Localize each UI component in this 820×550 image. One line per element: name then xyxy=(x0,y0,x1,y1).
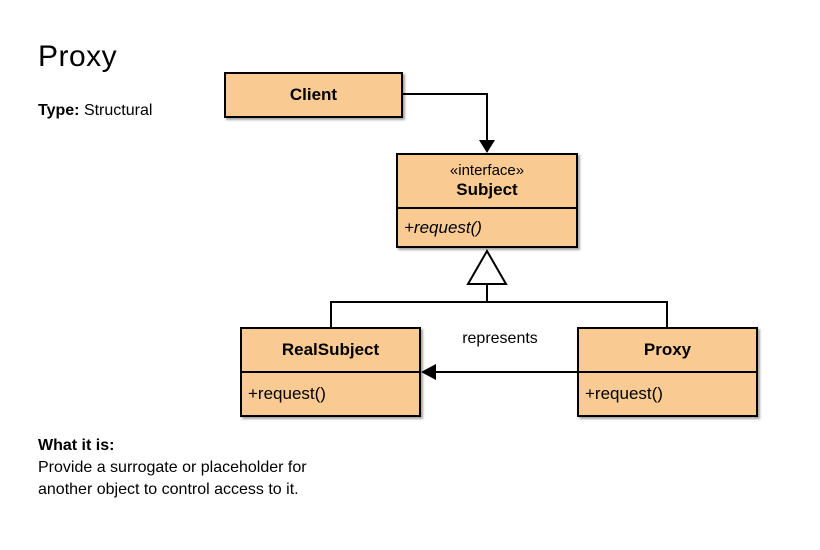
client-subject-arrowhead-icon xyxy=(479,140,495,153)
class-client: Client xyxy=(224,72,403,118)
class-realsubject-name: RealSubject xyxy=(281,340,380,359)
inheritance-branch-connector xyxy=(330,301,668,327)
description-line-2: another object to control access to it. xyxy=(38,481,299,498)
represents-arrowhead-icon xyxy=(421,364,436,380)
inheritance-triangle-icon xyxy=(466,248,508,285)
class-client-name: Client xyxy=(289,85,338,104)
class-subject-name: Subject xyxy=(456,180,518,199)
client-subject-connector xyxy=(403,93,488,148)
class-realsubject-header: RealSubject xyxy=(242,329,419,371)
class-realsubject: RealSubject +request() xyxy=(240,327,421,417)
class-proxy: Proxy +request() xyxy=(577,327,758,417)
class-subject-stereotype: «interface» xyxy=(449,162,525,179)
class-subject: «interface» Subject +request() xyxy=(396,153,578,248)
class-realsubject-method: +request() xyxy=(242,371,419,415)
class-subject-method: +request() xyxy=(398,207,576,246)
description-line-1: Provide a surrogate or placeholder for xyxy=(38,459,307,476)
class-subject-header: «interface» Subject xyxy=(398,155,576,207)
pattern-type: Type: Structural xyxy=(38,102,152,120)
description-block: What it is: Provide a surrogate or place… xyxy=(38,435,307,501)
description-title: What it is: xyxy=(38,437,115,454)
represents-label: represents xyxy=(462,330,538,347)
class-proxy-header: Proxy xyxy=(579,329,756,371)
pattern-type-value: Structural xyxy=(83,102,153,119)
class-proxy-name: Proxy xyxy=(643,340,692,359)
page-title: Proxy xyxy=(38,40,118,73)
class-proxy-method: +request() xyxy=(579,371,756,415)
pattern-type-label: Type: xyxy=(38,102,80,119)
